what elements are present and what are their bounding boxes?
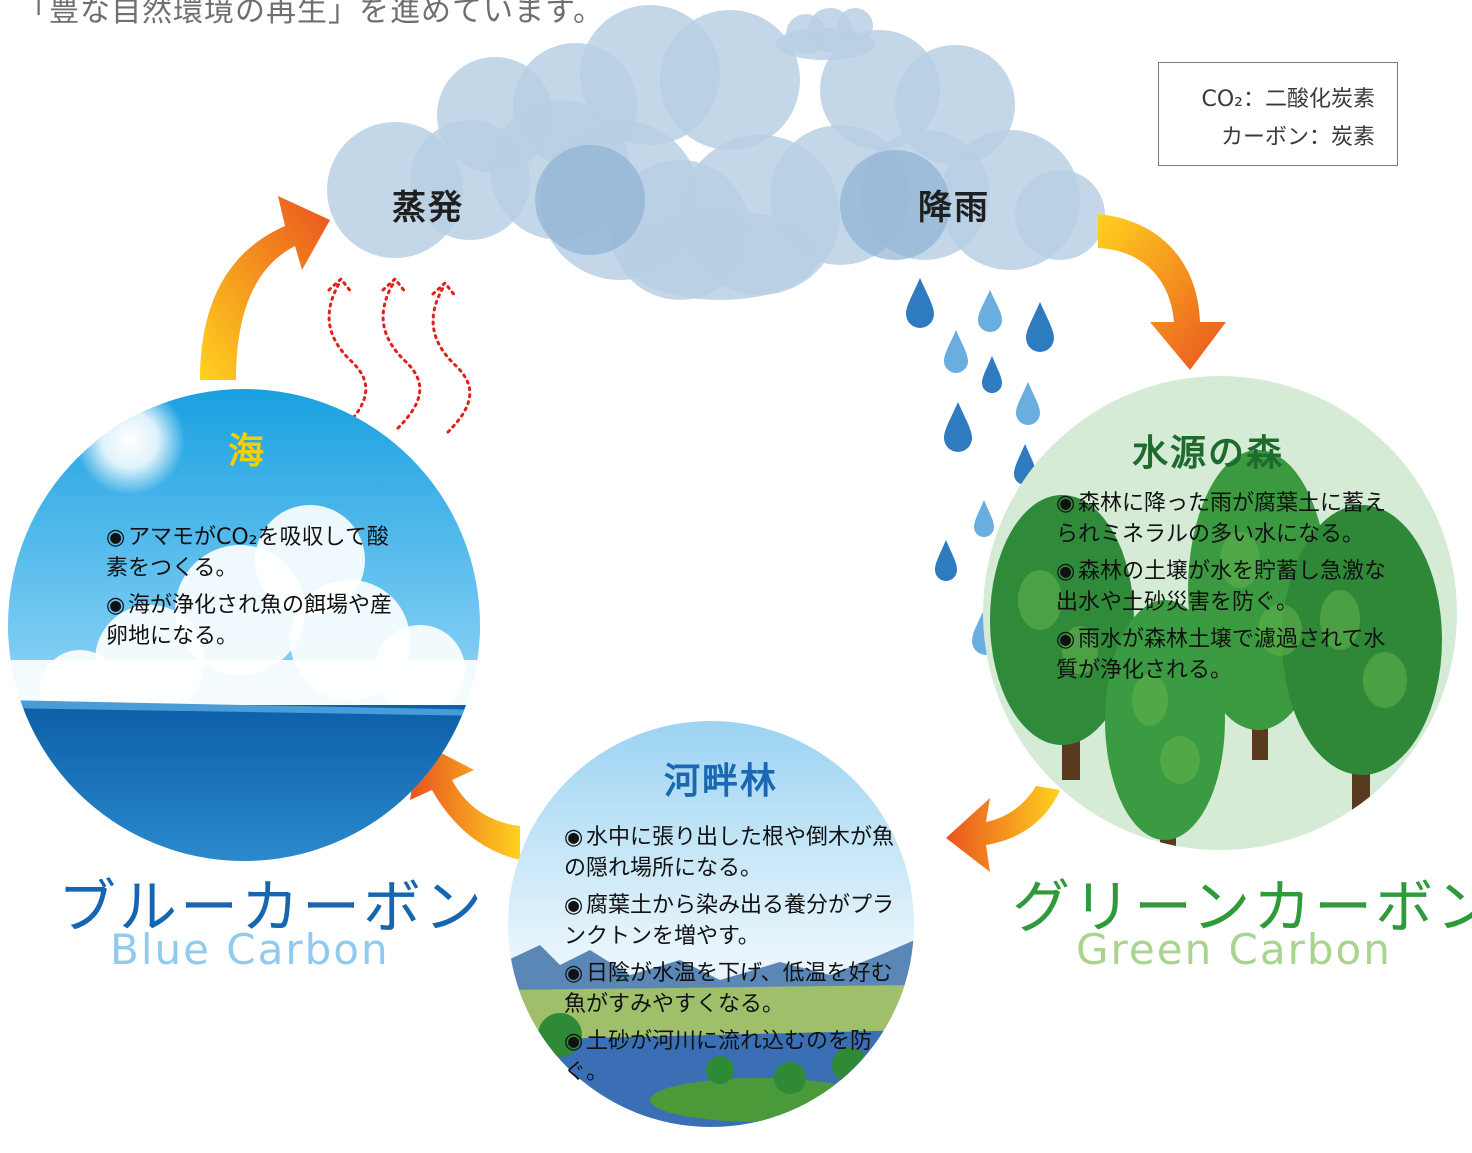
cycle-arrows bbox=[200, 196, 1226, 872]
arrow-riparian-to-sea bbox=[410, 742, 520, 860]
header-text: 「豊な自然環境の再生」を進めています。 bbox=[18, 0, 604, 29]
arrow-sea-to-evaporation bbox=[200, 196, 330, 380]
green-carbon-jp: グリーンカーボン bbox=[1012, 873, 1472, 941]
blue-carbon-jp: ブルーカーボン bbox=[58, 873, 486, 941]
forest-title: 水源の森 bbox=[1132, 433, 1285, 474]
riparian-note-3: ◉日陰が水温を下げ、低温を好む魚がすみやすくなる。 bbox=[564, 961, 893, 1017]
forest-notes: ◉森林に降った雨が腐葉土に蓄えられミネラルの多い水になる。 ◉森林の土壌が水を貯… bbox=[1056, 488, 1396, 692]
sea-title: 海 bbox=[228, 431, 267, 472]
sea-notes: ◉アマモがCO₂を吸収して酸素をつくる。 ◉海が浄化され魚の餌場や産卵地になる。 bbox=[106, 522, 406, 658]
riparian-title: 河畔林 bbox=[664, 761, 779, 802]
legend-carbon: カーボン：炭素 bbox=[1220, 125, 1375, 150]
evaporation-label: 蒸発 bbox=[392, 188, 464, 228]
legend-co2: CO₂：二酸化炭素 bbox=[1201, 87, 1376, 112]
forest-note-3: ◉雨水が森林土壌で濾過されて水質が浄化される。 bbox=[1056, 627, 1386, 683]
forest-circle bbox=[983, 376, 1457, 850]
sea-note-1: ◉アマモがCO₂を吸収して酸素をつくる。 bbox=[106, 525, 389, 581]
green-carbon-en: Green Carbon bbox=[1076, 925, 1392, 974]
riparian-note-1: ◉水中に張り出した根や倒木が魚の隠れ場所になる。 bbox=[564, 825, 895, 881]
riparian-note-4: ◉土砂が河川に流れ込むのを防ぐ。 bbox=[564, 1029, 873, 1085]
legend-box: CO₂：二酸化炭素 カーボン：炭素 bbox=[1158, 62, 1398, 166]
steam-lines bbox=[327, 276, 472, 434]
cloud-cluster bbox=[327, 5, 1105, 300]
blue-carbon-en: Blue Carbon bbox=[110, 925, 390, 974]
riparian-note-2: ◉腐葉土から染み出る養分がプランクトンを増やす。 bbox=[564, 893, 895, 949]
riparian-notes: ◉水中に張り出した根や倒木が魚の隠れ場所になる。 ◉腐葉土から染み出る養分がプラ… bbox=[564, 822, 894, 1094]
sea-note-2: ◉海が浄化され魚の餌場や産卵地になる。 bbox=[106, 593, 393, 649]
forest-note-1: ◉森林に降った雨が腐葉土に蓄えられミネラルの多い水になる。 bbox=[1056, 491, 1387, 547]
arrow-forest-to-riparian bbox=[946, 786, 1060, 872]
rainfall-label: 降雨 bbox=[918, 188, 990, 228]
arrow-rain-to-forest bbox=[1098, 214, 1226, 370]
forest-note-2: ◉森林の土壌が水を貯蓄し急激な出水や土砂災害を防ぐ。 bbox=[1056, 559, 1387, 615]
